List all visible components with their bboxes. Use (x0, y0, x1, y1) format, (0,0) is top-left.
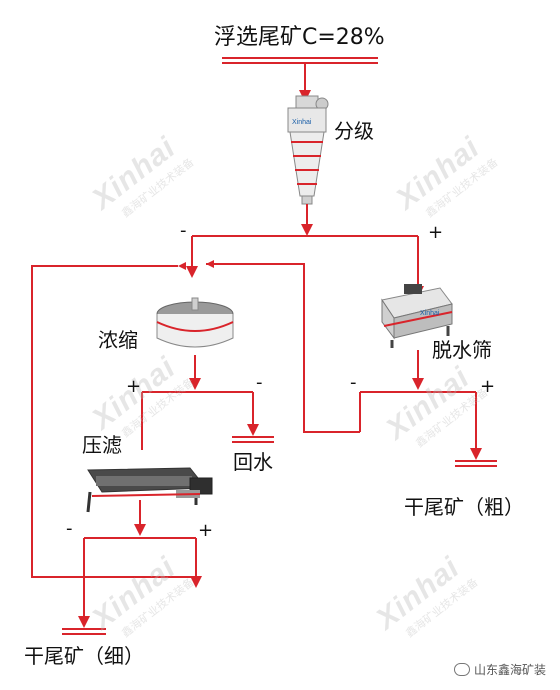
svg-text:Xinhai: Xinhai (292, 119, 312, 126)
label-classify: 分级 (334, 119, 374, 143)
recycle-arrowhead-left (178, 262, 186, 270)
screen-undersize-recycle-line (206, 263, 360, 433)
wechat-account: 山东鑫海矿装 (453, 661, 546, 678)
sign-plus-screen: + (480, 376, 496, 397)
label-coarse-tailings: 干尾矿（粗） (404, 495, 524, 519)
fine-tailings-bar (62, 628, 106, 635)
svg-text:Xinhai: Xinhai (420, 310, 440, 317)
wechat-account-name: 山东鑫海矿装 (473, 663, 546, 677)
coarse-tailings-bar (455, 460, 497, 467)
feed-bar (222, 57, 378, 64)
label-fine-tailings: 干尾矿（细） (24, 644, 144, 668)
sign-minus-thicken: - (256, 372, 263, 393)
sign-plus-classify: + (428, 222, 444, 243)
label-dewater-screen: 脱水筛 (432, 338, 492, 362)
label-filter-press: 压滤 (82, 433, 122, 457)
sign-minus-classify: - (180, 220, 187, 241)
recycle-arrowhead-right (206, 260, 214, 268)
sign-minus-screen: - (350, 372, 357, 393)
sign-plus-filter: + (198, 520, 214, 541)
sign-plus-thicken: + (126, 376, 142, 397)
feed-title: 浮选尾矿C=28% (214, 25, 385, 50)
label-thicken: 浓缩 (98, 328, 138, 352)
hydrocyclone: Xinhai (287, 95, 329, 205)
wechat-icon (453, 663, 470, 676)
return-water-bar (232, 436, 274, 443)
dewatering-screen: Xinhai (381, 284, 453, 348)
sign-minus-filter: - (66, 518, 73, 539)
thickener (156, 297, 234, 348)
label-return-water: 回水 (233, 450, 273, 474)
filter-press (86, 467, 213, 513)
